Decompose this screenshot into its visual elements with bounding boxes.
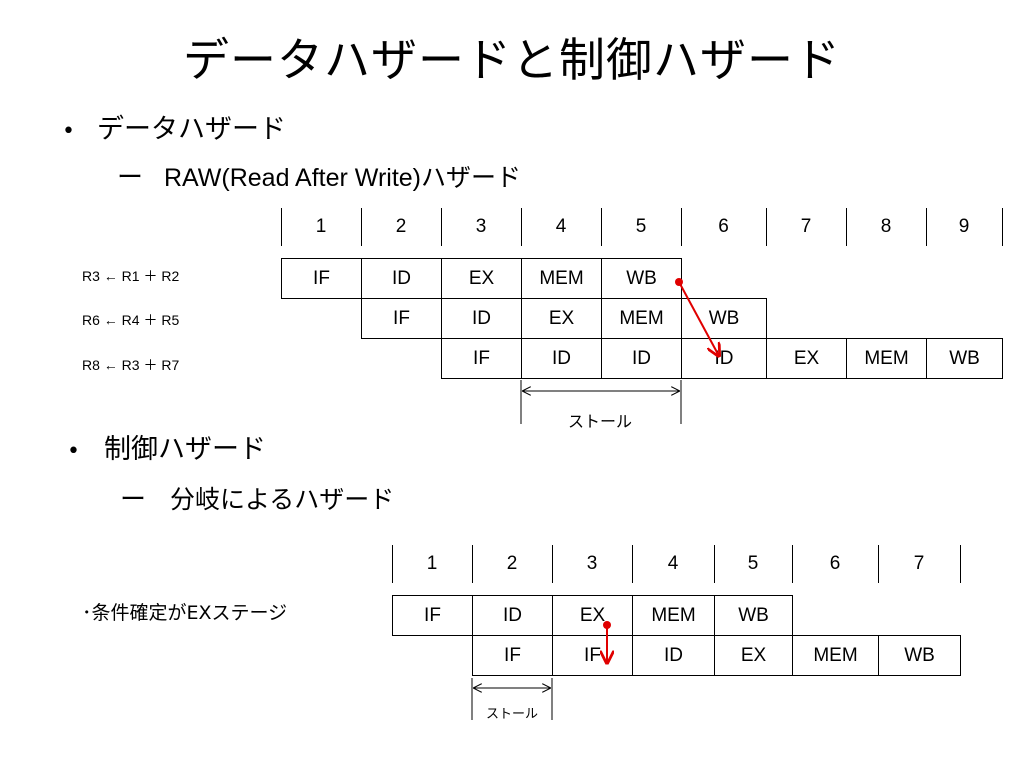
branch-header-divider [878,545,879,583]
branch-row1-stage-mem: MEM [632,595,715,636]
raw-row2-stage-mem: MEM [601,298,682,339]
branch-header-divider [632,545,633,583]
raw-cycle-2: 2 [395,216,407,237]
raw-header-divider [361,208,362,246]
raw-row2-stage-id: ID [441,298,522,339]
branch-header-divider [552,545,553,583]
branch-cycle-3: 3 [586,553,598,574]
raw-cycle-9: 9 [958,216,970,237]
branch-cycle-7: 7 [913,553,925,574]
sub-bullet-marker: ー [117,163,144,193]
branch-cycle-1: 1 [426,553,438,574]
sub-bullet-marker: ー [120,485,147,515]
raw-row2-stage-if: IF [361,298,442,339]
branch-cycle-4: 4 [667,553,679,574]
raw-row1-stage-id: ID [361,258,442,299]
sub-bullet-branch-hazard: 分岐によるハザード [170,485,395,514]
raw-row1-stage-ex: EX [441,258,522,299]
raw-dependency-arrow [678,281,719,356]
raw-cycle-4: 4 [555,216,567,237]
raw-row1-stage-if: IF [281,258,362,299]
raw-row2-stage-ex: EX [521,298,602,339]
branch-row1-stage-wb: WB [714,595,793,636]
raw-row3-stage-id: ID [521,338,602,379]
branch-header-divider [472,545,473,583]
branch-row2-stage-wb: WB [878,635,961,676]
branch-header-divider [960,545,961,583]
raw-header-divider [926,208,927,246]
branch-cycle-6: 6 [829,553,841,574]
raw-stall-label: ストール [567,412,632,431]
branch-header-divider [792,545,793,583]
raw-header-divider [441,208,442,246]
raw-header-divider [281,208,282,246]
branch-row2-stage-mem: MEM [792,635,879,676]
branch-header-divider [714,545,715,583]
branch-row1-stage-ex: EX [552,595,633,636]
raw-row3-stage-ex: EX [766,338,847,379]
raw-cycle-3: 3 [475,216,487,237]
raw-cycle-1: 1 [315,216,327,237]
sub-bullet-raw-hazard: RAW(Read After Write)ハザード [164,164,521,192]
branch-row1-stage-id: ID [472,595,553,636]
branch-header-divider [392,545,393,583]
raw-row3-stage-mem: MEM [846,338,927,379]
raw-cycle-6: 6 [718,216,729,237]
raw-cycle-7: 7 [800,216,812,237]
bullet-data-hazard: データハザード [97,114,286,145]
raw-row3-stage-wb: WB [926,338,1003,379]
raw-header-divider [601,208,602,246]
raw-header-divider [846,208,847,246]
raw-header-divider [766,208,767,246]
bullet-control-hazard: 制御ハザード [104,434,266,465]
instruction-label-3: R8 ← R3 ＋ R7 [82,357,180,373]
raw-cycle-8: 8 [880,216,892,237]
raw-cycle-5: 5 [635,216,647,237]
raw-header-divider [521,208,522,246]
branch-cycle-5: 5 [747,553,759,574]
branch-note: ･条件確定がEXステージ [82,602,288,624]
branch-row2-stage-if: IF [552,635,633,676]
instruction-label-1: R3 ← R1 ＋ R2 [82,268,180,284]
raw-header-divider [1002,208,1003,246]
branch-stall-label: ストール [485,707,538,722]
bullet-marker: • [62,119,75,144]
raw-row3-stage-id: ID [601,338,682,379]
bullet-marker: • [67,439,80,464]
slide-title: データハザードと制御ハザード [183,33,841,87]
raw-header-divider [681,208,682,246]
branch-row2-stage-if: IF [472,635,553,676]
raw-row1-stage-wb: WB [601,258,682,299]
branch-row1-stage-if: IF [392,595,473,636]
branch-cycle-2: 2 [506,553,518,574]
raw-row1-stage-mem: MEM [521,258,602,299]
branch-row2-stage-ex: EX [714,635,793,676]
instruction-label-2: R6 ← R4 ＋ R5 [82,312,180,328]
